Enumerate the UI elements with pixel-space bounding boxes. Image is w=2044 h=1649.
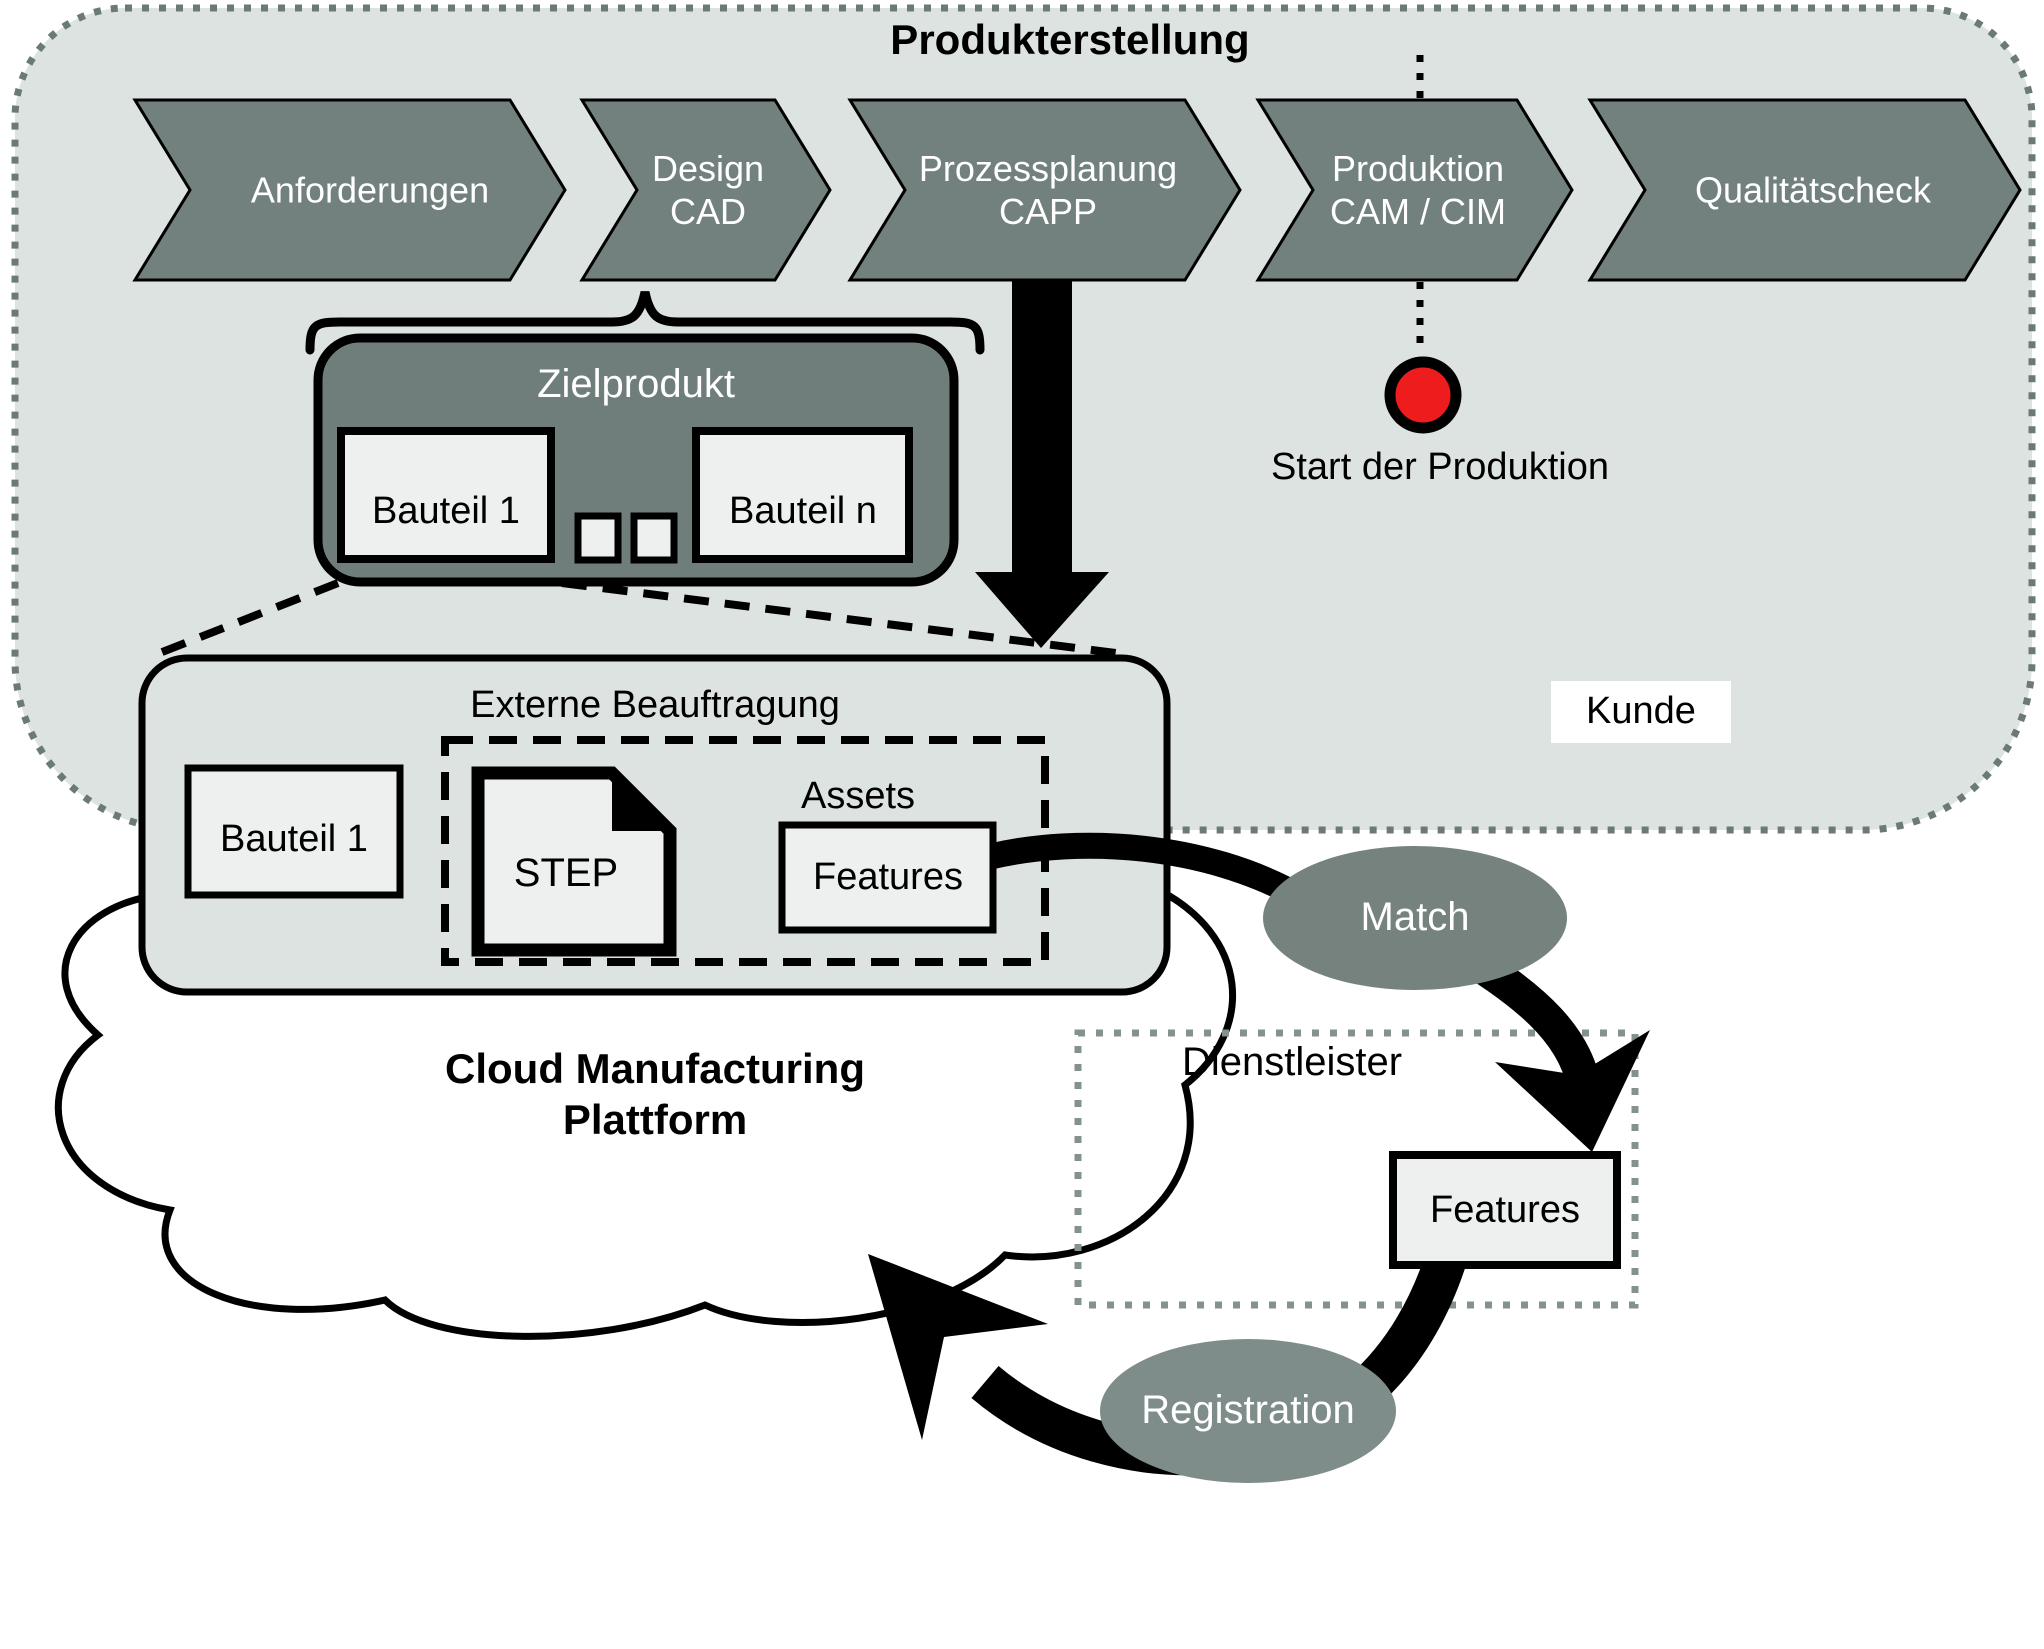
match-ellipse: [1263, 846, 1567, 990]
features-to-match-arrow: [990, 832, 1307, 909]
capp-to-externe-arrow: [975, 280, 1109, 648]
production-start-marker: [1384, 356, 1462, 434]
bauteil-n-box: [692, 427, 913, 563]
features-box-assets: [778, 821, 997, 934]
process-chevron-produktion: [1255, 98, 1574, 282]
bauteil-1-box: [337, 427, 555, 563]
design-output-brace: [305, 290, 985, 355]
component-square-1: [574, 512, 622, 564]
step-document-icon: [471, 766, 677, 957]
process-chevron-anforderungen: [132, 98, 567, 282]
kunde-label-box: [1551, 681, 1731, 743]
cloud-shape: [55, 884, 1237, 1340]
zoom-guide-line-left: [150, 579, 340, 660]
process-chevron-design-cad: [579, 98, 832, 282]
zoom-guide-line-right: [561, 579, 1117, 657]
registration-ellipse: [1100, 1339, 1396, 1483]
component-square-2: [630, 512, 678, 564]
bauteil-1-detail-box: [184, 764, 404, 899]
features-box-dienstleister: [1389, 1151, 1621, 1269]
process-chevron-qualitaetscheck: [1587, 98, 2022, 282]
process-chevron-prozessplanung: [847, 98, 1242, 282]
